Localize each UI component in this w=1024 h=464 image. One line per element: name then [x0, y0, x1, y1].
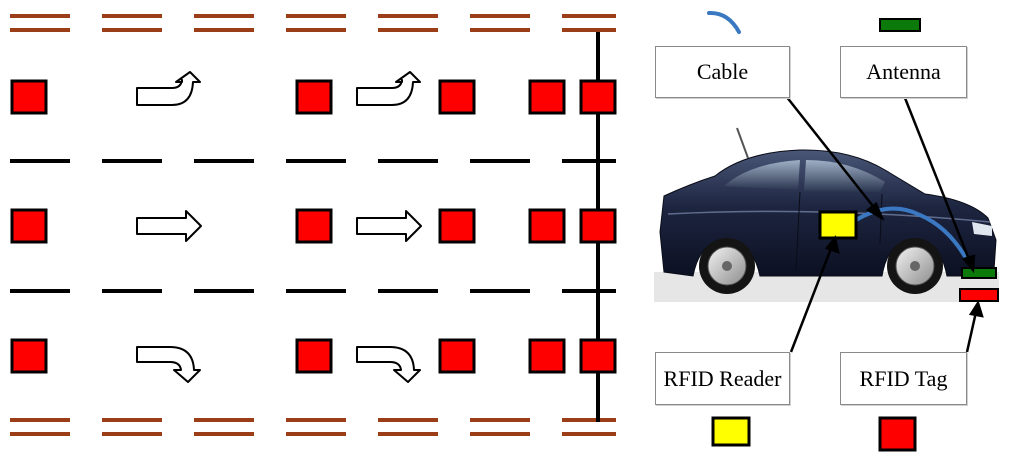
rfid-tag-marker: [579, 79, 617, 115]
rfid-tag-marker: [528, 79, 566, 115]
reader-legend-icon: [711, 416, 751, 447]
rfid-tag-marker: [528, 208, 566, 244]
rfid-tag-label: RFID Tag: [840, 352, 967, 405]
antenna-legend-icon: [879, 18, 921, 32]
road-edge-top: [10, 14, 616, 32]
rfid-tag-marker: [579, 338, 617, 374]
rfid-tag-marker: [10, 79, 48, 115]
straight-arrow-icon: [136, 210, 202, 242]
rfid-reader-device: [818, 210, 858, 240]
rfid-tag-marker: [438, 338, 476, 374]
left-turn-arrow-icon: [136, 71, 201, 106]
rfid-tag-marker: [438, 79, 476, 115]
rfid-tag-marker: [10, 208, 48, 244]
cable-legend-icon: [707, 10, 741, 34]
rfid-tag-marker: [295, 79, 333, 115]
rfid-tags-grid: [10, 79, 617, 374]
rfid-tag-marker: [579, 208, 617, 244]
left-turn-arrow-icon: [356, 71, 421, 106]
car-illustration: [654, 127, 999, 302]
rfid-reader-label: RFID Reader: [655, 352, 790, 405]
road-edge-bottom: [10, 418, 616, 436]
right-turn-arrow-icon: [356, 346, 421, 383]
rfid-tag-marker: [528, 338, 566, 374]
pointer-arrows: [785, 95, 984, 353]
rfid-tag-marker: [295, 338, 333, 374]
cable-label: Cable: [655, 46, 790, 98]
rfid-tag-marker: [438, 208, 476, 244]
rfid-tag-marker: [295, 208, 333, 244]
rfid-tag-marker: [10, 338, 48, 374]
antenna-label: Antenna: [840, 46, 967, 98]
straight-arrow-icon: [356, 210, 422, 242]
right-turn-arrow-icon: [136, 346, 201, 383]
tag-legend-icon: [878, 416, 917, 452]
rfid-tag-device: [959, 288, 999, 302]
antenna-device: [961, 267, 997, 279]
